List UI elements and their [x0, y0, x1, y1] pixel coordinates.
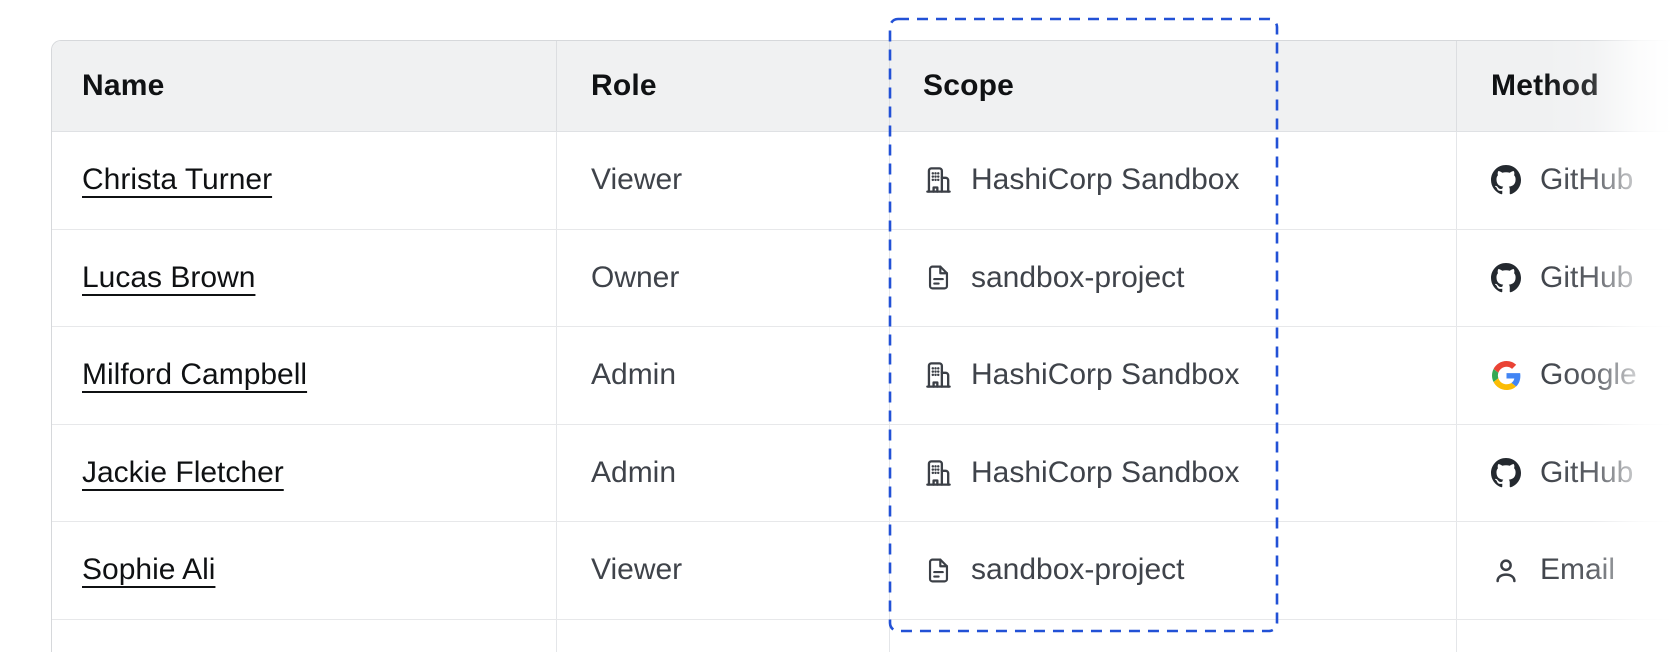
table-row: Christa Turner Viewer HashiCorp Sandbox …	[52, 132, 1672, 230]
org-building-icon	[923, 163, 954, 197]
column-header-role: Role	[556, 41, 889, 131]
column-header-scope: Scope	[889, 41, 1456, 131]
table-row: Jackie Fletcher Admin HashiCorp Sandbox …	[52, 424, 1672, 522]
file-icon	[923, 553, 954, 587]
member-role: Owner	[591, 260, 680, 294]
scope-label: sandbox-project	[971, 553, 1185, 587]
org-building-icon	[923, 456, 954, 490]
file-icon	[923, 261, 954, 295]
column-header-method: Method	[1456, 41, 1672, 131]
table-row: Sophie Ali Viewer sandbox-project Email	[52, 522, 1672, 620]
members-table: Name Role Scope Method Christa Turner Vi…	[51, 40, 1672, 652]
method-label: Email	[1540, 553, 1616, 587]
table-row: Lucas Brown Owner sandbox-project GitHub	[52, 229, 1672, 327]
member-name-link[interactable]: Christa Turner	[82, 163, 273, 197]
org-building-icon	[923, 358, 954, 392]
member-name-link[interactable]: Sophie Ali	[82, 553, 216, 587]
member-name-link[interactable]: Jackie Fletcher	[82, 455, 284, 489]
scope-label: HashiCorp Sandbox	[971, 163, 1240, 197]
scope-label: HashiCorp Sandbox	[971, 358, 1240, 392]
member-role: Viewer	[591, 163, 683, 197]
github-icon	[1491, 262, 1521, 293]
google-icon	[1491, 360, 1521, 390]
member-role: Admin	[591, 455, 677, 489]
table-row: Milford Campbell Admin HashiCorp Sandbox…	[52, 327, 1672, 425]
method-label: GitHub	[1540, 260, 1634, 294]
scope-label: sandbox-project	[971, 260, 1185, 294]
github-icon	[1491, 457, 1521, 488]
column-header-name: Name	[82, 69, 165, 102]
member-name-link[interactable]: Milford Campbell	[82, 358, 308, 392]
method-label: GitHub	[1540, 455, 1634, 489]
method-label: Google	[1540, 358, 1637, 392]
method-label: GitHub	[1540, 163, 1634, 197]
member-role: Admin	[591, 358, 677, 392]
person-icon	[1491, 555, 1521, 585]
table-body: Christa Turner Viewer HashiCorp Sandbox …	[52, 132, 1672, 652]
github-icon	[1491, 165, 1521, 195]
scope-label: HashiCorp Sandbox	[971, 455, 1240, 489]
table-row-partial	[52, 619, 1672, 652]
table-header-row: Name Role Scope Method	[52, 41, 1672, 132]
member-name-link[interactable]: Lucas Brown	[82, 260, 256, 294]
member-role: Viewer	[591, 553, 683, 587]
